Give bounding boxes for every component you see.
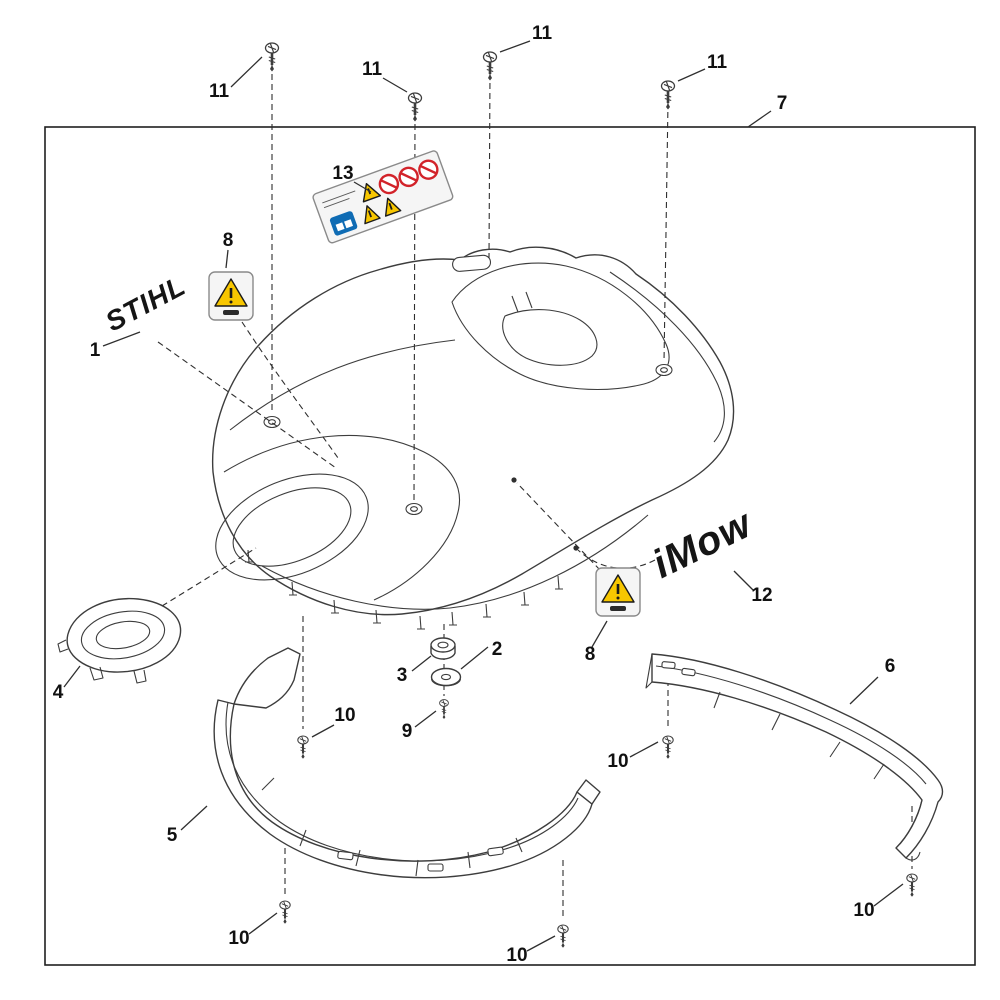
- hood-mounting-pegs: [245, 549, 563, 630]
- hood-right-crease: [609, 271, 725, 443]
- callout-10-a: 10: [334, 705, 355, 726]
- front-bumper-part: [213, 647, 601, 879]
- screw-icon-10c: [905, 872, 919, 898]
- callout-2: 2: [492, 639, 503, 660]
- stihl-logo-leader: [157, 341, 337, 469]
- callout-6: 6: [885, 656, 896, 677]
- hood-outline: [211, 246, 735, 616]
- callout-11-c: 11: [532, 23, 553, 44]
- grommet-part: [430, 637, 456, 660]
- rear-bumper-part: [645, 653, 944, 861]
- callout-7: 7: [777, 93, 788, 114]
- hood-crease-top: [229, 339, 456, 431]
- prohibition-icons: [378, 159, 439, 195]
- warning-sticker-lower: [595, 567, 641, 617]
- callout-10-e: 10: [506, 945, 527, 966]
- warning-triangle-icons: [364, 197, 402, 225]
- hood-part: [211, 246, 735, 630]
- sticker-upper-leader: [241, 321, 339, 459]
- imow-logo: iMow: [646, 501, 760, 587]
- rear-bumper-ribs: [713, 691, 885, 780]
- screw-icon-10e: [556, 923, 570, 949]
- read-manual-icon: [329, 211, 358, 236]
- callout-13: 13: [332, 163, 353, 184]
- callout-4: 4: [53, 682, 64, 703]
- sticker-pictogram: [610, 606, 626, 611]
- screw-icon-11d: [660, 79, 676, 111]
- front-opening-inner: [232, 487, 352, 567]
- front-bumper-ribs: [261, 777, 523, 877]
- front-opening-outer: [215, 473, 369, 581]
- callout-5: 5: [167, 825, 178, 846]
- screw-icon-11b: [407, 91, 423, 123]
- screw-line-c: [488, 72, 491, 259]
- callout-8-lower: 8: [585, 644, 596, 665]
- screw-icon-10b: [661, 734, 675, 760]
- callout-10-c: 10: [853, 900, 874, 921]
- callout-11-a: 11: [209, 81, 230, 102]
- sticker-lower-leader: [516, 482, 601, 571]
- callout-8-upper: 8: [223, 230, 234, 251]
- callout-1: 1: [90, 340, 101, 361]
- callout-leader-lines: [63, 40, 904, 952]
- sticker-position-dot-right: [511, 477, 517, 483]
- sticker-pictogram: [223, 310, 239, 315]
- callout-10-b: 10: [607, 751, 628, 772]
- stihl-logo: STIHL: [100, 270, 190, 338]
- callout-11-b: 11: [362, 59, 383, 80]
- rear-bumper-slots: [661, 661, 696, 677]
- screw-icon-9: [438, 698, 450, 720]
- screw-icon-10a: [296, 734, 310, 760]
- callout-11-d: 11: [707, 52, 728, 73]
- callout-numbers: 1 2 3 4 5 6 7 8 8 9 10 10 10 10 10 11 11…: [53, 23, 896, 966]
- callout-12: 12: [751, 585, 772, 606]
- screw-icon-11c: [482, 50, 498, 82]
- warning-sticker-upper: [208, 271, 254, 321]
- screw-icon-10d: [278, 899, 292, 925]
- safety-label-strip: [312, 150, 454, 244]
- hood-top-recess: [452, 254, 492, 272]
- callout-9: 9: [402, 721, 413, 742]
- cover-leader: [161, 547, 257, 607]
- callout-10-d: 10: [228, 928, 249, 949]
- cover-plate-part: [57, 597, 182, 684]
- hood-bottom-scallop: [261, 514, 649, 610]
- callout-3: 3: [397, 665, 408, 686]
- screw-icon-11a: [264, 41, 280, 73]
- hood-hinge-marks: [511, 291, 533, 313]
- hood-screw-holes: [263, 363, 673, 516]
- hood-front-panel-crease: [223, 434, 461, 601]
- front-bumper-slots: [337, 846, 504, 872]
- screw-line-d: [663, 101, 669, 363]
- frame-border: [44, 126, 976, 966]
- washer-part: [430, 667, 462, 687]
- hood-front-opening: [215, 473, 369, 581]
- hood-rear-deck-inner: [502, 309, 598, 366]
